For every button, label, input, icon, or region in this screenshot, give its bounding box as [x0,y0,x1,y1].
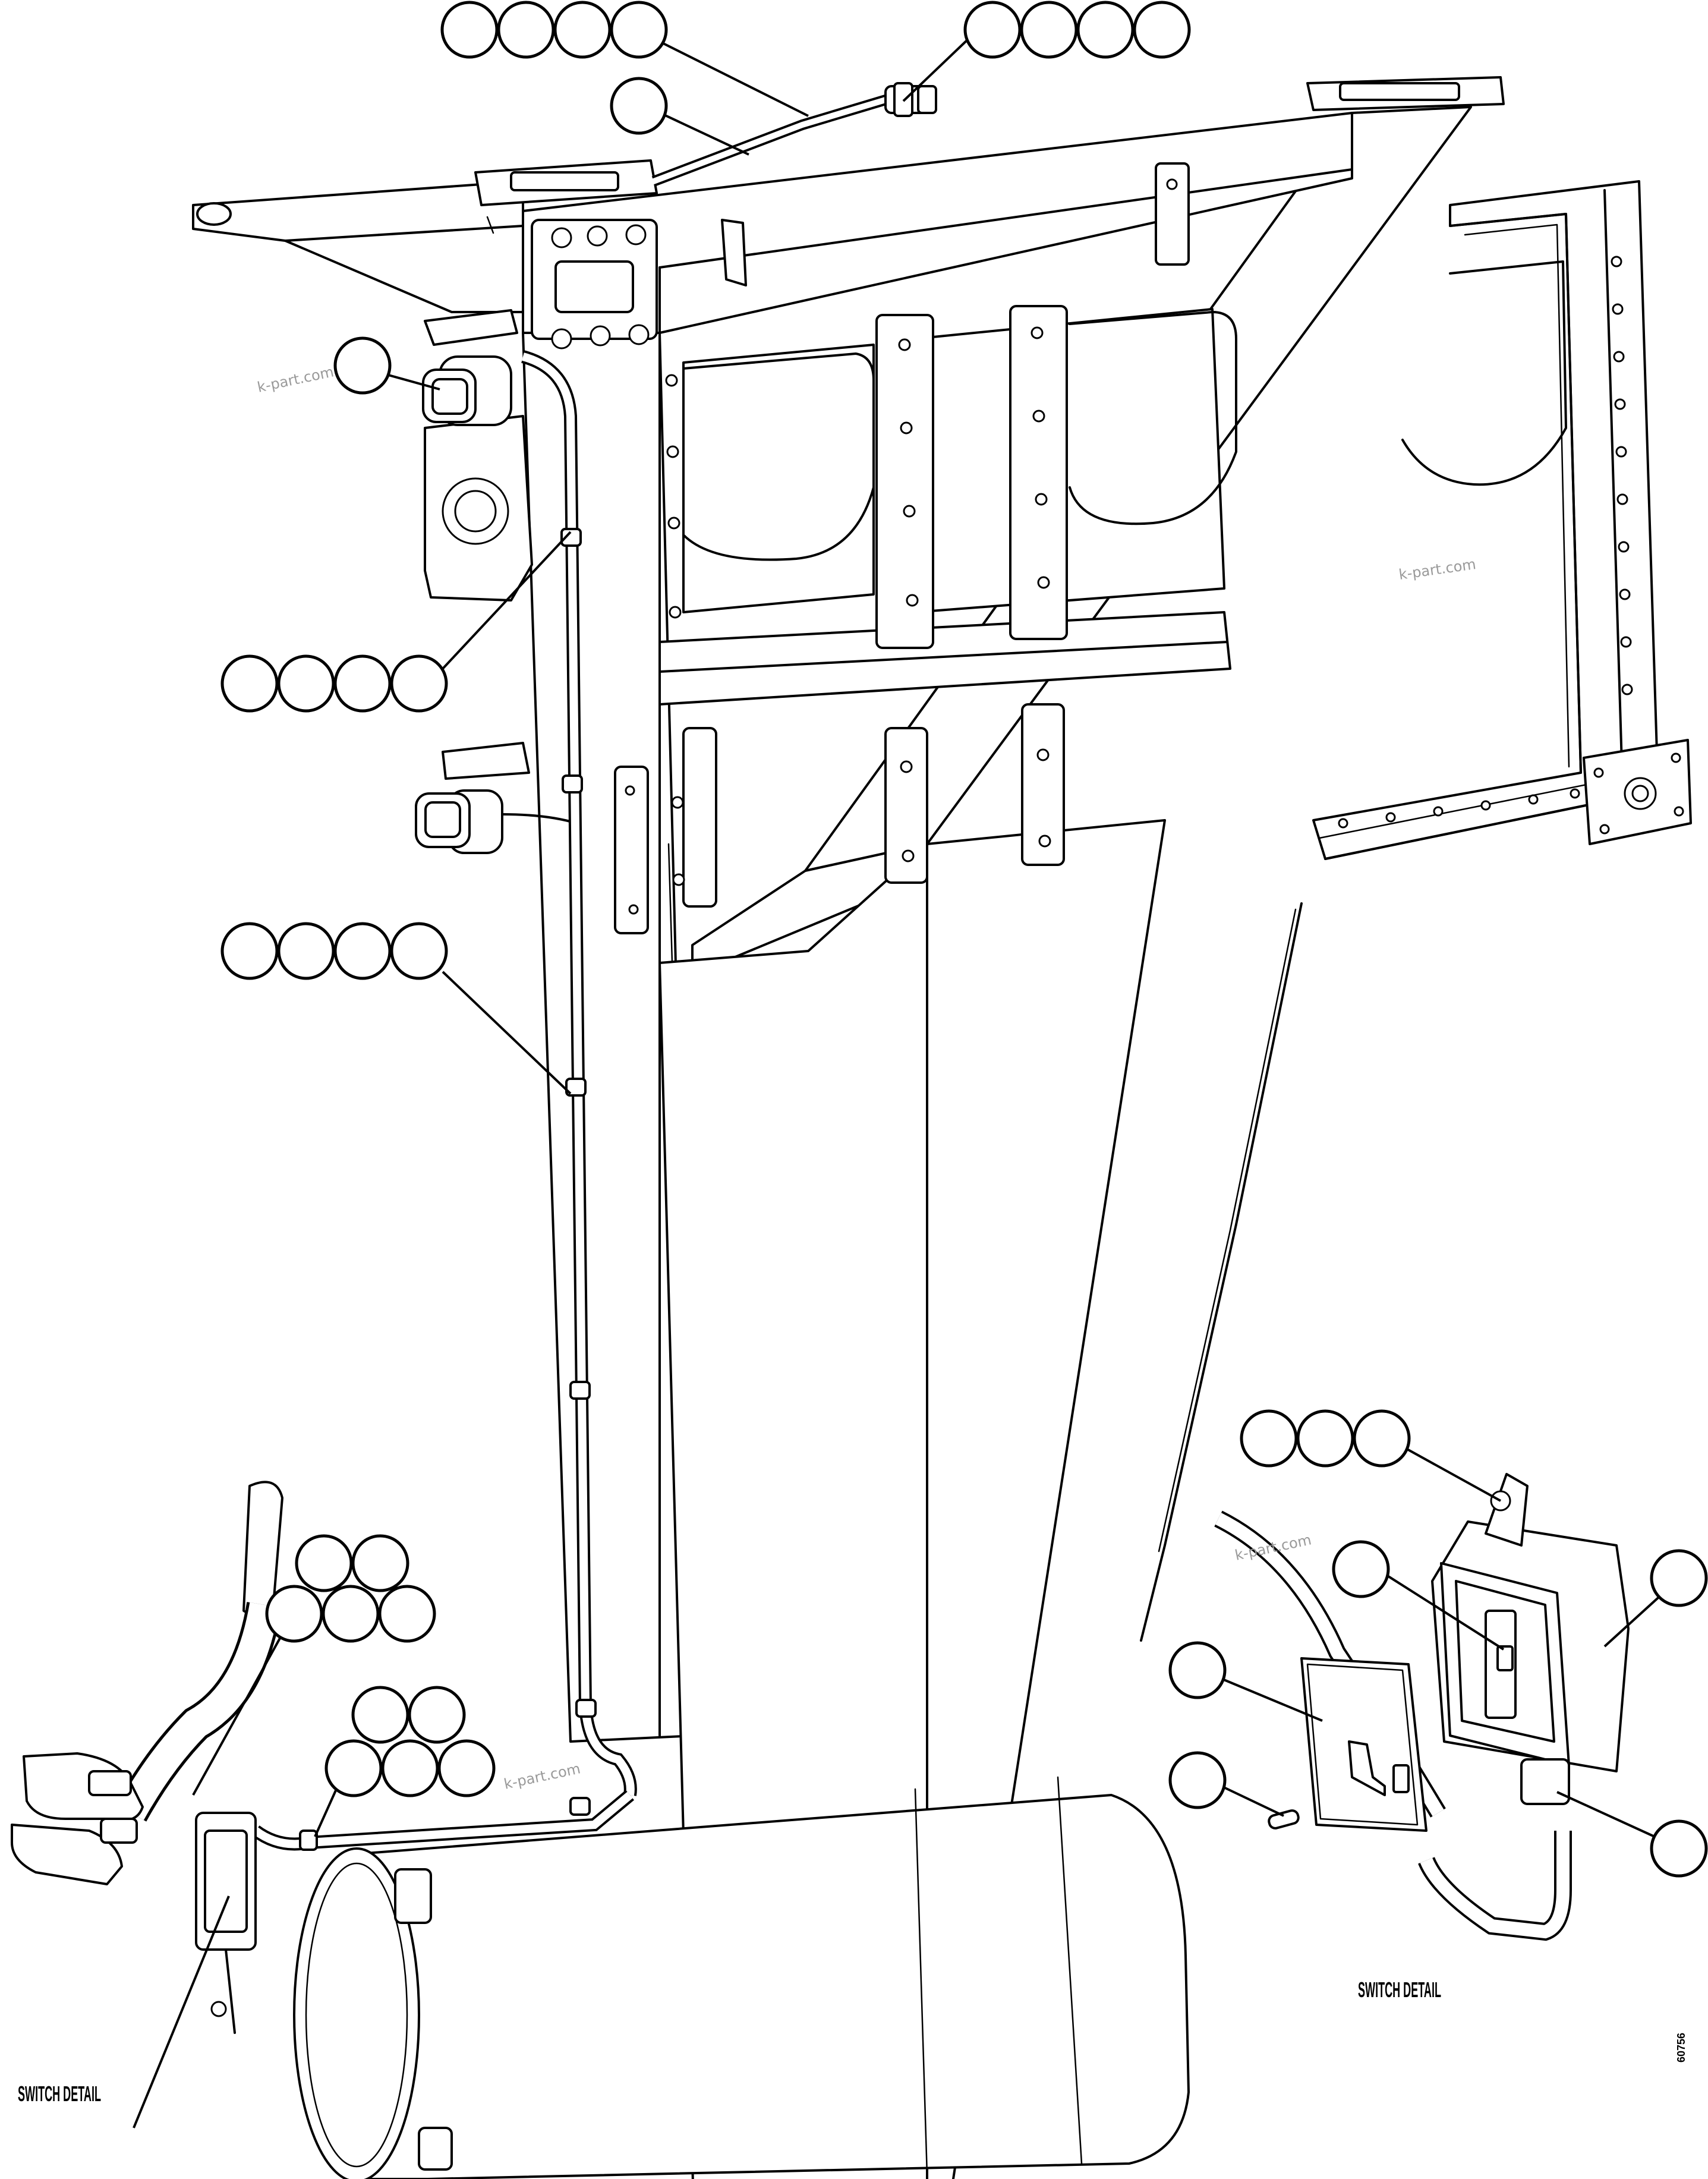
wiring-harness [251,82,937,1851]
balloon-switch-screw [1168,1751,1227,1809]
left-control-cluster [11,1481,283,2034]
balloon-group-lower-left [265,1534,436,1643]
switch-detail [1214,1473,1630,1941]
strap-bolts [625,326,1051,915]
bottom-tank [293,1776,1190,2179]
lower-light-bracket [415,742,578,854]
vertical-straps [614,305,1068,934]
balloon-group-mid-upper [220,654,448,713]
corner-bracket-plate [1583,739,1692,845]
balloon-group-mid-lower [220,922,448,980]
balloon-group-switch-upper [1240,1409,1411,1468]
watermark-1: k-part.com [256,363,335,396]
balloon-switch-box [1650,1549,1708,1607]
balloon-upper-light [333,336,392,395]
callout-balloons [220,1,1708,1878]
rear-screen-frame [1312,180,1692,860]
switch-detail-label-right: SWITCH DETAIL [1358,1978,1441,2002]
balloon-switch-handle [1332,1540,1390,1598]
balloon-group-top-right [963,1,1191,59]
balloon-switch-conduit [1650,1819,1708,1878]
harness-clips [299,528,597,1851]
watermark-4: k-part.com [502,1760,582,1793]
ribbed-edge [1140,902,1303,1642]
drawing-number: 60756 [1675,2033,1687,2063]
window-openings [682,260,1567,613]
watermark-2: k-part.com [1398,556,1477,583]
leader-lines [133,37,1671,2128]
balloon-group-lower-mid [324,1686,496,1797]
balloon-group-top-left [440,1,668,59]
balloon-top-single [610,77,668,135]
screen-side-rivets [1338,256,1633,829]
balloon-switch-cover [1168,1641,1227,1699]
upper-light-bracket [422,309,533,602]
switch-detail-label-left: SWITCH DETAIL [18,2082,101,2106]
top-left-bracket [192,76,1505,349]
